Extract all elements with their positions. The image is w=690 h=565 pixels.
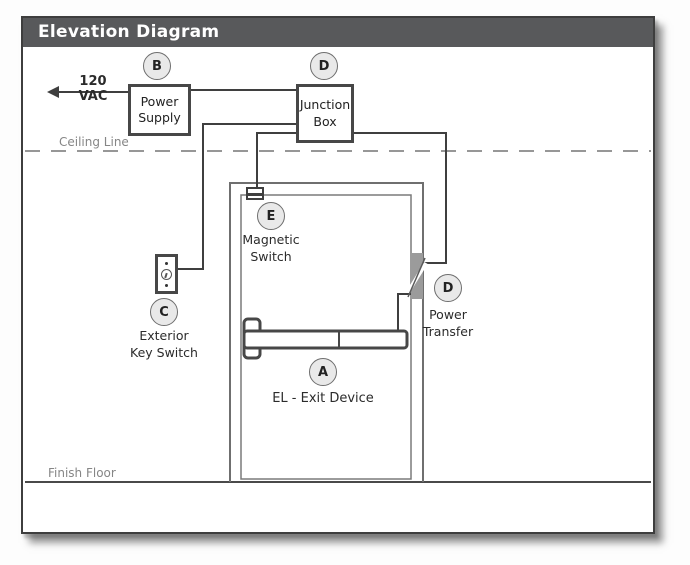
magnetic-switch-label-line1: Magnetic <box>242 232 300 247</box>
door-frame <box>229 182 424 482</box>
wire-junction-box-to-key-switch <box>178 123 296 270</box>
tag-circle-magnetic-switch: E <box>257 202 285 230</box>
power-supply-label-line2: Supply <box>138 110 181 125</box>
exit-device-label: EL - Exit Device <box>272 391 374 406</box>
tag-letter: B <box>152 58 162 74</box>
tag-letter: A <box>317 364 329 380</box>
magnetic-switch-device <box>246 187 264 200</box>
key-switch-screw-top <box>165 262 168 265</box>
diagram-page: Elevation Diagram Ceiling Line Finish Fl… <box>21 16 655 534</box>
tag-letter: D <box>442 280 454 296</box>
power-transfer-slash-edge <box>407 257 426 298</box>
key-switch-screw-bottom <box>165 284 168 287</box>
key-switch-label: Exterior Key Switch <box>109 328 219 361</box>
tag-letter: C <box>159 304 169 320</box>
tag-letter: D <box>318 58 330 74</box>
power-transfer-label-line2: Transfer <box>422 323 474 339</box>
wire-junction-box-to-power-transfer <box>354 132 447 264</box>
voltage-label: 120 VAC <box>78 74 108 104</box>
magnetic-switch-label: Magnetic Switch <box>221 232 321 265</box>
tag-circle-junction-box: D <box>310 52 338 80</box>
tag-circle-key-switch: C <box>150 298 178 326</box>
junction-box-label-line1: Junction <box>299 97 351 113</box>
power-supply-box: Power Supply <box>128 84 191 136</box>
power-supply-label-line1: Power <box>140 93 179 109</box>
key-switch-label-line2: Key Switch <box>130 344 198 360</box>
wire-power-transfer-to-exit-device <box>397 293 411 333</box>
page-title: Elevation Diagram <box>23 18 653 47</box>
ceiling-line-label: Ceiling Line <box>59 135 129 149</box>
power-transfer-label-line1: Power <box>429 307 467 322</box>
key-switch-device <box>155 254 178 294</box>
finish-floor-label: Finish Floor <box>48 466 116 480</box>
tag-circle-power-transfer: D <box>434 274 462 302</box>
magnetic-switch-stripe <box>248 193 262 196</box>
vac-arrowhead-icon <box>47 86 59 98</box>
diagram-canvas <box>25 86 651 483</box>
magnetic-switch-label-line2: Switch <box>250 248 292 264</box>
tag-circle-exit-device: A <box>309 358 337 386</box>
key-switch-label-line1: Exterior <box>139 328 189 343</box>
tag-letter: E <box>266 208 276 224</box>
power-transfer-label: Power Transfer <box>408 307 488 340</box>
junction-box-label-line2: Box <box>313 113 337 129</box>
tag-circle-power-supply: B <box>143 52 171 80</box>
junction-box: Junction Box <box>296 84 354 143</box>
wire-junction-box-to-magnetic-switch <box>256 132 296 189</box>
keyhole-icon <box>160 269 172 280</box>
exit-device-bar <box>242 329 409 350</box>
